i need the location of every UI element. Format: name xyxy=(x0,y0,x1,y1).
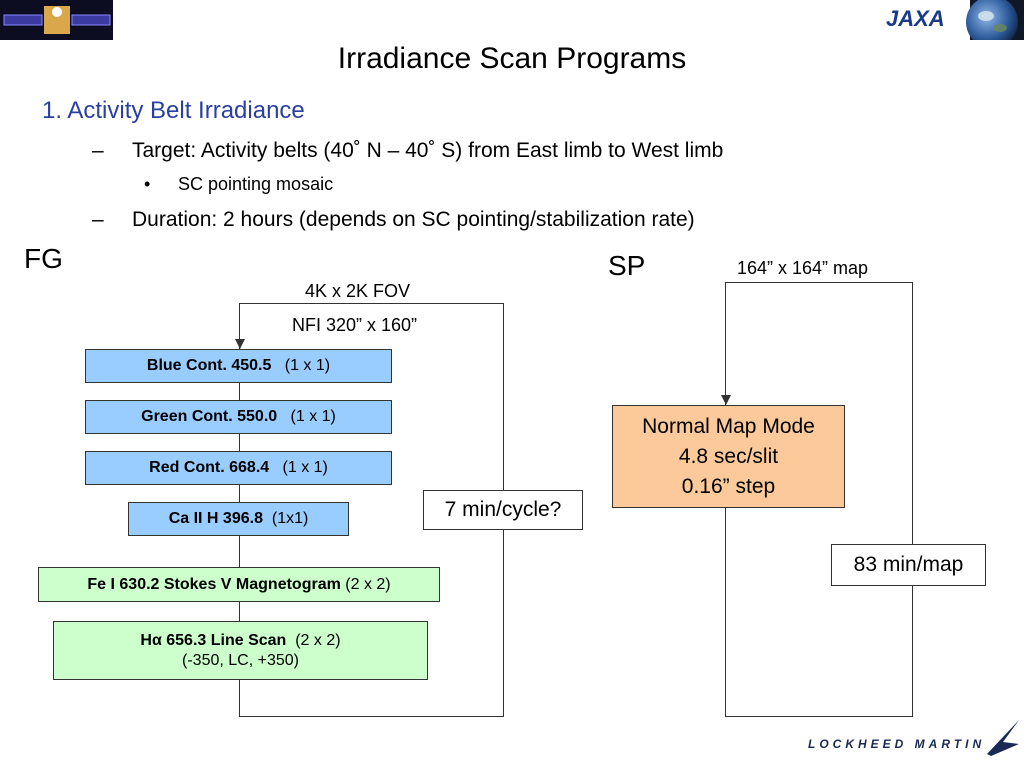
jaxa-logo: JAXA xyxy=(880,0,1024,48)
fg-loop-bottom-line xyxy=(239,716,504,717)
bullet-text: SC pointing mosaic xyxy=(178,174,334,194)
dash-marker: – xyxy=(92,139,104,162)
fg-box-ca-ii-h: Ca II H 396.8 (1x1) xyxy=(128,502,349,536)
fg-box-h-alpha-scan: Hα 656.3 Line Scan (2 x 2) (-350, LC, +3… xyxy=(53,621,428,680)
sp-label: SP xyxy=(608,250,646,281)
sp-map-caption: 164” x 164” map xyxy=(737,258,869,278)
target-text: Target: Activity belts (40˚ N – 40˚ S) f… xyxy=(132,139,724,162)
fg-loop-top-line xyxy=(239,303,503,304)
fg-arrow-head xyxy=(235,339,245,349)
duration-item: – Duration: 2 hours (depends on SC point… xyxy=(92,208,695,232)
fg-cycle-time: 7 min/cycle? xyxy=(423,490,583,530)
sp-loop-bottom-line xyxy=(725,716,913,717)
fg-box-red-cont: Red Cont. 668.4 (1 x 1) xyxy=(85,451,392,485)
lockheed-martin-logo-text: LOCKHEED MARTIN xyxy=(808,737,986,751)
lockheed-martin-star-icon xyxy=(985,718,1021,763)
fg-nfi-caption: NFI 320” x 160” xyxy=(292,315,418,335)
fg-box-fe-i-magnetogram: Fe I 630.2 Stokes V Magnetogram (2 x 2) xyxy=(38,567,440,602)
fg-label: FG xyxy=(24,243,63,274)
sp-normal-map-mode-box: Normal Map Mode 4.8 sec/slit 0.16” step xyxy=(612,405,845,508)
jaxa-logo-text: JAXA xyxy=(886,6,945,31)
section-heading: 1. Activity Belt Irradiance xyxy=(42,97,305,124)
sp-map-time: 83 min/map xyxy=(831,544,986,586)
duration-text: Duration: 2 hours (depends on SC pointin… xyxy=(132,208,695,231)
target-item: – Target: Activity belts (40˚ N – 40˚ S)… xyxy=(92,139,724,163)
fg-box-blue-cont: Blue Cont. 450.5 (1 x 1) xyxy=(85,349,392,383)
bullet-item: • SC pointing mosaic xyxy=(144,174,334,195)
sp-arrow-head xyxy=(721,395,731,405)
dash-marker: – xyxy=(92,208,104,231)
sp-loop-top-line xyxy=(725,282,913,283)
page-title: Irradiance Scan Programs xyxy=(337,42,687,75)
satellite-logo xyxy=(0,0,113,40)
bullet-marker: • xyxy=(144,174,151,194)
sp-loop-right-line xyxy=(912,282,913,717)
fg-box-green-cont: Green Cont. 550.0 (1 x 1) xyxy=(85,400,392,434)
fg-fov-caption: 4K x 2K FOV xyxy=(305,281,411,301)
